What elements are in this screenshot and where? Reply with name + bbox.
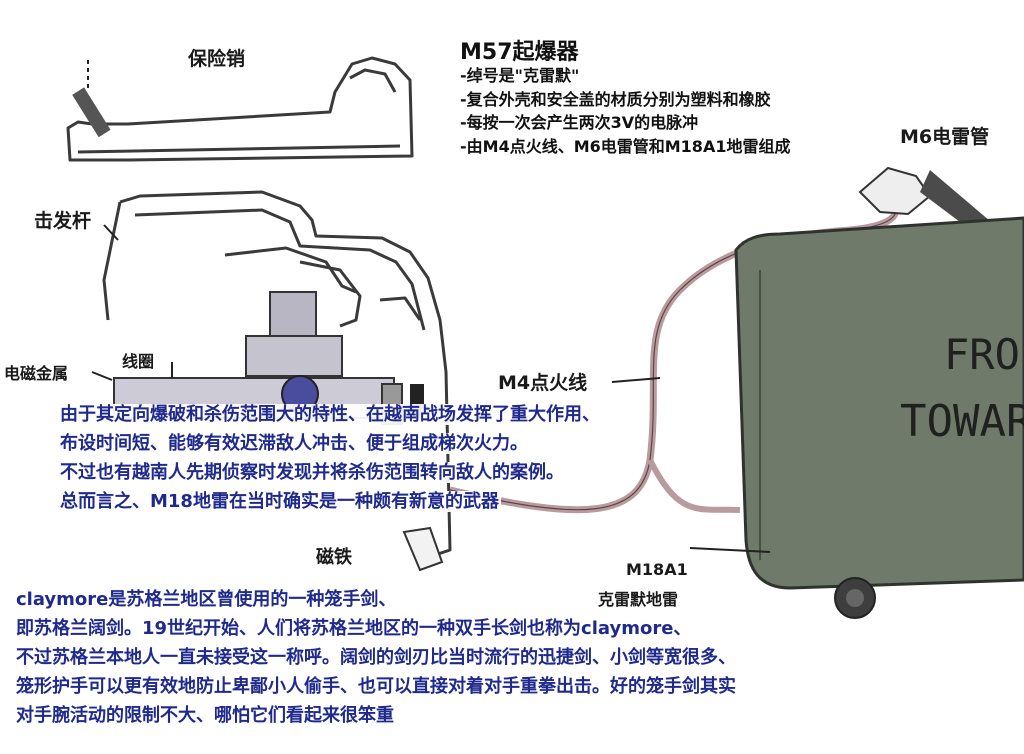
spec-list: -绰号是"克雷默" -复合外壳和安全盖的材质分别为塑料和橡胶 -每按一次会产生两… [460,64,790,158]
mine-stencil-line2: TOWAR [900,396,1024,447]
spec-item: -由M4点火线、M6电雷管和M18A1地雷组成 [460,136,791,156]
label-magnet: 磁铁 [316,547,352,568]
spec-item: -绰号是"克雷默" [460,66,580,85]
safety-pin-bracket [66,56,414,162]
m4-wire-leader [611,377,661,383]
firing-lever-leader [103,224,119,241]
overlay-line: 不过也有越南人先期侦察时发现并将杀伤范围转向敌人的案例。 [58,462,566,483]
bottom-line: 即苏格兰阔剑。19世纪开始、人们将苏格兰地区的一种双手长剑也称为claymore… [16,618,692,639]
bottom-line: 对手腕活动的限制不大、哪怕它们看起来很笨重 [16,705,394,726]
label-m6-cap: M6电雷管 [900,126,990,148]
clacker-mechanism [113,291,424,425]
overlay-paragraph: 由于其定向爆破和杀伤范围大的特性、在越南战场发挥了重大作用、 布设时间短、能够有… [58,400,602,516]
overlay-line: 由于其定向爆破和杀伤范围大的特性、在越南战场发挥了重大作用、 [58,404,602,425]
spec-item: -复合外壳和安全盖的材质分别为塑料和橡胶 [460,89,771,109]
firing-lever-housing [102,190,452,562]
magnet-shape [402,526,444,572]
overlay-line: 布设时间短、能够有效迟滞敌人冲击、便于组成梯次火力。 [58,433,530,454]
label-safety-pin: 保险销 [188,48,246,70]
bottom-line: claymore是苏格兰地区曾使用的一种笼手剑、 [16,589,397,610]
label-m18a1: M18A1 [626,560,688,579]
overlay-line: 总而言之、M18地雷在当时确实是一种颇有新意的武器 [58,491,501,512]
mine-leader [689,547,771,553]
safety-pin [72,87,111,138]
bottom-line: 笼形护手可以更有效地防止卑鄙小人偷手、也可以直接对着对手重拳出击。好的笼手剑其实 [16,676,736,697]
metal-leader [91,371,113,381]
page-title: M57起爆器 [460,40,579,65]
label-firing-lever: 击发杆 [34,210,92,232]
bottom-line: 不过苏格兰本地人一直未接受这一称呼。阔剑的剑刃比当时流行的迅捷剑、小剑等宽很多、 [16,647,736,668]
bottom-paragraph: claymore是苏格兰地区曾使用的一种笼手剑、 即苏格兰阔剑。19世纪开始、人… [16,585,736,730]
label-coil: 线圈 [122,352,155,371]
label-m18a1-name: 克雷默地雷 [598,590,679,609]
spec-item: -每按一次会产生两次3V的电脉冲 [460,113,699,132]
label-electromagnetic-metal: 电磁金属 [4,364,69,383]
m18a1-mine-body [734,216,1024,590]
label-m4-wire: M4点火线 [498,372,588,394]
mine-stencil-line1: FRO [944,330,1020,379]
